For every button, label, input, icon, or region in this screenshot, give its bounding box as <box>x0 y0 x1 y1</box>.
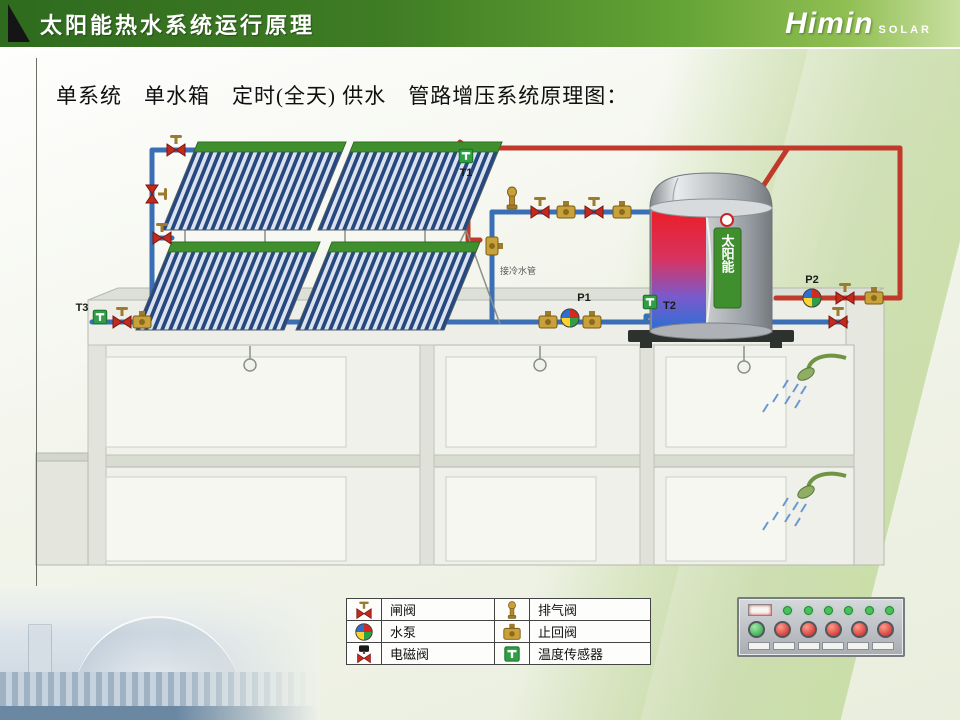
legend-label-solenoid-valve: 电磁阀 <box>381 642 495 665</box>
indicator-led <box>844 605 854 615</box>
legend-row: 闸阀 排气阀 <box>346 598 651 621</box>
indicator-led <box>823 605 833 615</box>
legend-row: 电磁阀 温度传感器 <box>346 642 651 665</box>
legend-label-exhaust-valve: 排气阀 <box>529 598 651 621</box>
legend-label-gate-valve: 闸阀 <box>381 598 495 621</box>
gate-valve-icon <box>166 134 186 157</box>
panel-label-plate <box>871 642 894 650</box>
system-diagram: 太阳能 T1 T2 <box>35 134 903 566</box>
tank-badge-text: 太阳能 <box>720 233 736 274</box>
shower-upper <box>762 353 847 413</box>
check-valve-icon <box>485 236 504 256</box>
panel-label-row <box>748 642 894 650</box>
panel-button <box>773 620 791 638</box>
solenoid-valve-icon <box>346 642 382 665</box>
panel-button <box>825 620 843 638</box>
exhaust-valve-icon <box>506 186 518 210</box>
pump-p2-icon <box>802 288 822 308</box>
sensor-t3-icon <box>92 309 108 325</box>
collector-panel <box>161 141 347 231</box>
gate-valve-icon <box>530 196 550 219</box>
legend-label-check-valve: 止回阀 <box>529 620 651 643</box>
label-p1: P1 <box>577 292 590 304</box>
indicator-led <box>864 605 874 615</box>
corner-accent <box>8 4 30 42</box>
indicator-led <box>884 605 894 615</box>
room-panel <box>665 356 787 448</box>
tank-cutaway <box>652 212 706 330</box>
room-panel <box>105 356 347 448</box>
background-building-photo <box>0 588 320 720</box>
brand-emblem-icon <box>720 213 734 227</box>
panel-button-row <box>748 620 894 638</box>
panel-label-plate <box>847 642 870 650</box>
slide-subtitle: 单系统 单水箱 定时(全天) 供水 管路增压系统原理图： <box>56 84 629 108</box>
sensor-t2-icon <box>642 294 658 310</box>
legend-row: 水泵 止回阀 <box>346 620 651 643</box>
logo-brand-text: Himin <box>785 6 874 40</box>
water-pump-icon <box>346 620 382 643</box>
panel-display <box>748 604 772 616</box>
room-panel <box>105 476 347 562</box>
legend-table: 闸阀 排气阀 水泵 止回阀 电磁阀 温度传感器 <box>346 598 651 665</box>
panel-button <box>799 620 817 638</box>
photo-fade-overlay <box>0 588 320 720</box>
storage-tank: 太阳能 <box>628 172 794 348</box>
room-panel <box>445 476 597 562</box>
shower-lower <box>762 471 847 531</box>
sensor-t1-icon <box>458 148 474 164</box>
check-valve-icon <box>494 620 530 643</box>
tank-badge <box>713 227 742 309</box>
label-t3: T3 <box>76 302 89 314</box>
panel-button <box>748 620 765 638</box>
water-spray <box>762 497 807 531</box>
solar-collector-array <box>135 141 503 331</box>
panel-label-plate <box>797 642 820 650</box>
indicator-led <box>803 605 813 615</box>
check-valve-icon <box>556 200 576 219</box>
room-panel <box>665 476 787 562</box>
label-cold-pipe: 接冷水管 <box>500 265 536 276</box>
indicator-led <box>783 605 793 615</box>
panel-button <box>851 620 869 638</box>
control-panel <box>737 597 905 657</box>
pump-p1-icon <box>560 308 580 328</box>
water-spray <box>762 379 807 413</box>
room-panel <box>445 356 597 448</box>
panel-indicator-row <box>748 604 894 616</box>
legend-label-temperature-sensor: 温度传感器 <box>529 642 651 665</box>
collector-panel <box>317 141 503 231</box>
gate-valve-icon <box>584 196 604 219</box>
diagram-labels: T1 T2 T3 P1 P2 接冷水管 <box>76 167 819 314</box>
temperature-sensor-icon <box>494 642 530 665</box>
himin-logo: Himin SOLAR <box>785 7 932 41</box>
logo-sub-text: SOLAR <box>878 23 932 36</box>
label-p2: P2 <box>805 274 818 286</box>
gate-valve-icon <box>145 184 168 204</box>
panel-button <box>876 620 894 638</box>
check-valve-icon <box>612 200 632 219</box>
panel-label-plate <box>822 642 845 650</box>
ceiling-lamp <box>243 346 751 374</box>
page-title: 太阳能热水系统运行原理 <box>40 12 316 38</box>
legend-label-water-pump: 水泵 <box>381 620 495 643</box>
label-t1: T1 <box>460 167 473 179</box>
label-t2: T2 <box>663 300 676 312</box>
gate-valve-icon <box>346 598 382 621</box>
panel-label-plate <box>772 642 795 650</box>
left-rule-line <box>36 58 37 586</box>
exhaust-valve-icon <box>494 598 530 621</box>
header-bar: 太阳能热水系统运行原理 Himin SOLAR <box>0 0 960 49</box>
panel-label-plate <box>748 642 770 650</box>
